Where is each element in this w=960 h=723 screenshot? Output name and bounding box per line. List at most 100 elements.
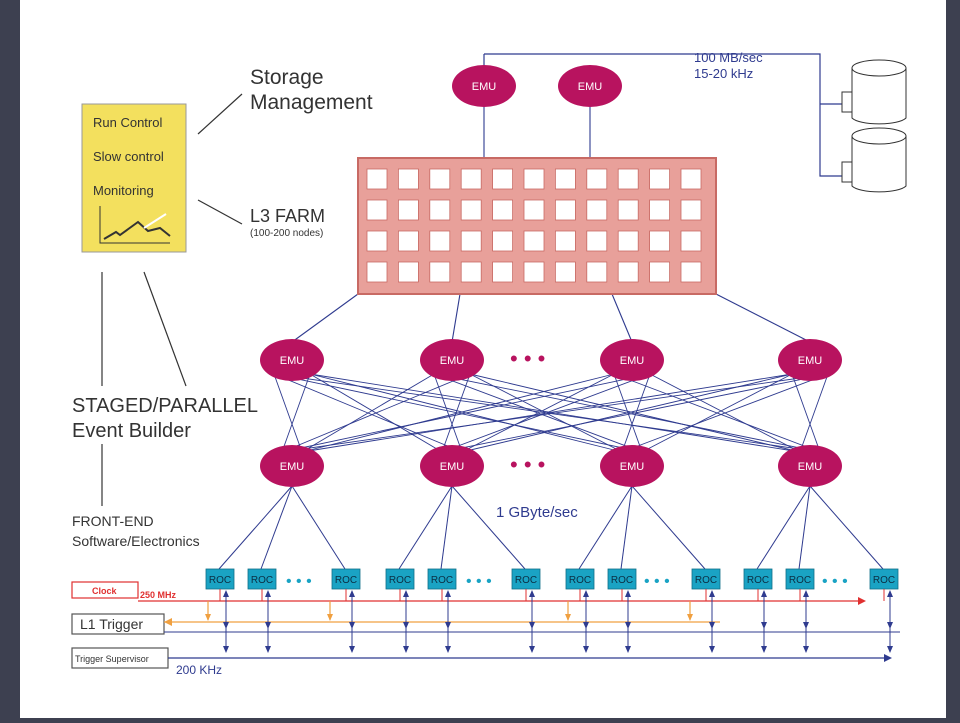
connector-line (451, 293, 461, 343)
emu-ellipse (260, 445, 324, 487)
connector-line (611, 293, 633, 343)
gbyte-rate-label: 1 GByte/sec (496, 504, 578, 521)
farm-node (523, 199, 545, 221)
connector-line (301, 373, 615, 453)
roc-ellipsis-4: • • • (822, 573, 848, 590)
farm-node (429, 230, 451, 252)
farm-node (680, 230, 702, 252)
farm-node (366, 199, 388, 221)
farm-node (523, 261, 545, 283)
farm-node (617, 168, 639, 190)
farm-node (366, 261, 388, 283)
l1-arrow (164, 618, 172, 626)
arrow-up (761, 590, 767, 597)
l3-farm (357, 157, 717, 295)
disk-storage-2 (841, 127, 907, 193)
l3-farm-label: L3 FARM (250, 206, 325, 226)
control-links (101, 93, 243, 506)
arrow-up (223, 590, 229, 597)
farm-node (460, 261, 482, 283)
connector-line (461, 373, 615, 453)
emu-ellipsis-lower: • • • (510, 452, 545, 477)
roc-9: ROC (691, 568, 721, 590)
emu-label: EMU (620, 461, 645, 473)
trigger-arrow (565, 614, 571, 621)
connector-line (218, 485, 293, 570)
connector-line (301, 373, 793, 453)
farm-node (649, 230, 670, 252)
emu-mid-2: EMU (420, 339, 484, 381)
emu-low-4: EMU (778, 445, 842, 487)
arrow-up (583, 590, 589, 597)
arrow-mid (529, 622, 535, 629)
emu-label: EMU (280, 355, 305, 367)
roc-label: ROC (389, 575, 411, 586)
arrow-down (803, 646, 809, 653)
trigger-section: Clock 250 MHz L1 Trigger Trigger Supervi… (71, 581, 900, 677)
arrow-up (265, 590, 271, 597)
emu-label: EMU (280, 461, 305, 473)
control-box: Run Control Slow control Monitoring (81, 103, 187, 253)
arrow-down (583, 646, 589, 653)
farm-node (397, 230, 419, 252)
monitoring-label: Monitoring (93, 183, 154, 198)
trigger-arrow (687, 614, 693, 621)
connector-line (291, 485, 346, 570)
arrow-up (349, 590, 355, 597)
connector-line (273, 373, 303, 453)
arrow-mid (709, 622, 715, 629)
roc-7: ROC (565, 568, 595, 590)
roc-10: ROC (743, 568, 773, 590)
roc-label: ROC (789, 575, 811, 586)
farm-node-grid (366, 168, 702, 283)
roc-2: ROC (247, 568, 277, 590)
emu-mid-4: EMU (778, 339, 842, 381)
roc-12: ROC (869, 568, 899, 590)
connector-line (621, 373, 829, 453)
emu-ellipse (452, 65, 516, 107)
roc-3: ROC (331, 568, 361, 590)
connector-line (398, 485, 453, 570)
emu-ellipse (420, 339, 484, 381)
arrow-down (223, 646, 229, 653)
emu-ellipsis-upper: • • • (510, 346, 545, 371)
connector-line (281, 373, 311, 453)
connectors (101, 93, 884, 570)
roc-ellipsis-1: • • • (286, 573, 312, 590)
emu-ellipse (420, 445, 484, 487)
khz200-label: 200 KHz (176, 663, 222, 677)
connector-line (809, 485, 884, 570)
emu-top-1: EMU (452, 65, 516, 107)
event-builder-label: Event Builder (72, 420, 191, 442)
trigger-arrow (327, 614, 333, 621)
emu-ellipse (558, 65, 622, 107)
connector-line (461, 373, 793, 453)
emu-ellipse (778, 445, 842, 487)
emu-ellipse (600, 445, 664, 487)
arrow-down (445, 646, 451, 653)
monitoring-graph-icon (99, 206, 171, 244)
farm-node (586, 230, 608, 252)
trigger-arrow (205, 614, 211, 621)
link-event-builder-b (143, 271, 187, 387)
arrow-up (709, 590, 715, 597)
roc-label: ROC (515, 575, 537, 586)
farm-node (649, 168, 670, 190)
farm-node (492, 261, 514, 283)
arrow-down (265, 646, 271, 653)
farm-node (492, 199, 514, 221)
roc-label: ROC (431, 575, 453, 586)
arrow-up (529, 590, 535, 597)
farm-node (429, 261, 451, 283)
roc-ellipsis-3: • • • (644, 573, 670, 590)
roc-6: ROC (511, 568, 541, 590)
connector-line (798, 485, 811, 570)
arrow-up (803, 590, 809, 597)
emu-label: EMU (798, 355, 823, 367)
emu-ellipse (600, 339, 664, 381)
disk-storage-1 (841, 59, 907, 125)
arrow-down (349, 646, 355, 653)
arrow-up (403, 590, 409, 597)
